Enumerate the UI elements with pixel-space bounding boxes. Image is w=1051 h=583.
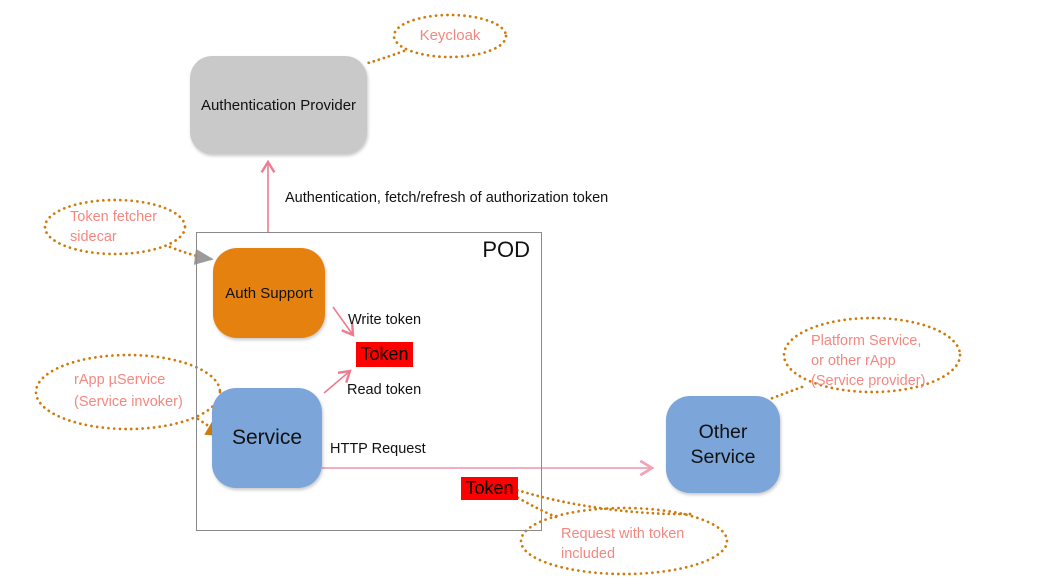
cloud-request-token-text: Request with token included: [561, 524, 684, 564]
cloud-keycloak-line: Keycloak: [419, 27, 481, 44]
read-token-label: Read token: [347, 382, 422, 398]
cloud-request-token-outline: [519, 506, 729, 576]
auth-provider-label: Authentication Provider: [200, 96, 357, 114]
cloud-platform-service-outline: [782, 316, 962, 394]
cloud-rapp-service-text: rApp µService (Service invoker): [74, 369, 183, 413]
edge-write-token-arrow: [332, 306, 355, 337]
token-request-label: Token: [465, 478, 514, 498]
cloud-rapp-service-line: (Service invoker): [74, 394, 183, 410]
pod-boundary: [196, 232, 542, 531]
token-store-label: Token: [360, 344, 409, 364]
cloud-keycloak-outline: [392, 13, 508, 59]
cloud-token-fetcher-text: Token fetcher sidecar: [70, 207, 157, 247]
auth-provider-box: Authentication Provider: [190, 56, 367, 154]
cloud-keycloak-text: Keycloak: [395, 26, 505, 46]
cloud-token-fetcher-outline: [43, 198, 187, 256]
cloud-keycloak-tail: [366, 49, 406, 65]
edge-read-token-arrow: [323, 369, 352, 394]
auth-flow-label: Authentication, fetch/refresh of authori…: [285, 190, 609, 206]
write-token-label: Write token: [348, 312, 422, 328]
cloud-platform-service-text: Platform Service, or other rApp (Service…: [811, 331, 925, 391]
token-store-badge: Token: [356, 342, 413, 367]
pod-label: POD: [482, 237, 530, 262]
cloud-request-token-line: Request with token: [561, 526, 685, 542]
other-service-label: Other Service: [690, 420, 756, 468]
cloud-platform-service-tail: [768, 385, 804, 401]
cloud-token-fetcher-tail: [168, 245, 214, 265]
cloud-platform-service-line: (Service provider): [811, 373, 926, 389]
cloud-platform-service-line: Platform Service,: [811, 333, 922, 349]
service-label: Service: [231, 426, 303, 449]
auth-support-box: Auth Support: [213, 248, 325, 338]
token-request-badge: Token: [461, 477, 518, 500]
cloud-rapp-service-outline: [34, 353, 222, 431]
auth-support-label: Auth Support: [225, 284, 313, 302]
cloud-request-token-line: included: [561, 546, 616, 562]
cloud-rapp-service-line: rApp µService: [74, 372, 166, 388]
cloud-platform-service-line: or other rApp: [811, 353, 896, 369]
other-service-box: Other Service: [666, 396, 780, 493]
cloud-token-fetcher-line: Token fetcher: [70, 209, 158, 225]
cloud-token-fetcher-line: sidecar: [70, 229, 117, 245]
service-box: Service: [212, 388, 322, 488]
http-request-label: HTTP Request: [330, 441, 426, 457]
